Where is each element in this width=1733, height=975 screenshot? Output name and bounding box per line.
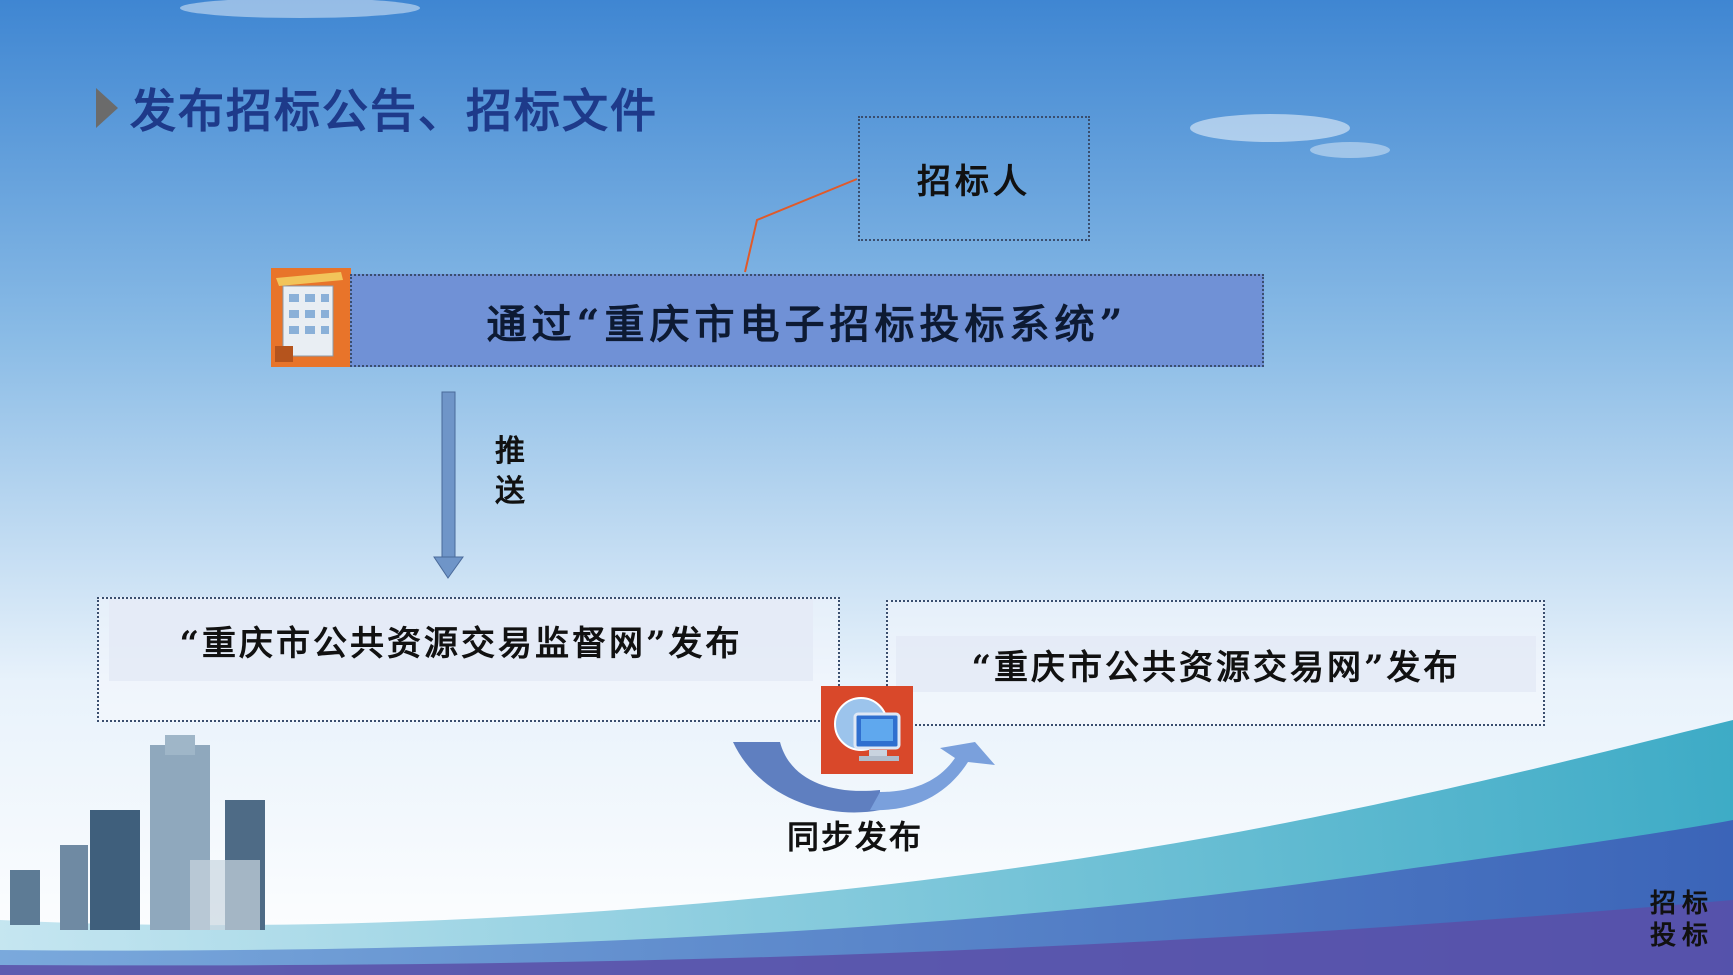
publish-trading-box: “重庆市公共资源交易网”发布 [886, 600, 1545, 726]
computer-icon [821, 686, 913, 774]
e-tendering-system-box: 通过“重庆市电子招标投标系统” [350, 274, 1264, 367]
triangle-bullet-icon [96, 88, 118, 128]
connector-line [744, 178, 858, 273]
down-arrow [433, 391, 464, 579]
slide-title: 发布招标公告、招标文件 [130, 84, 658, 138]
sync-publish-label: 同步发布 [786, 818, 923, 856]
footer-label: 招标投标 [1650, 889, 1715, 951]
building-icon [271, 268, 351, 367]
publish-supervision-box: “重庆市公共资源交易监督网”发布 [97, 597, 840, 722]
city-skyline [10, 735, 265, 930]
tenderer-box: 招标人 [858, 116, 1090, 241]
publish-trading-label: “重庆市公共资源交易网”发布 [896, 636, 1536, 692]
sync-arrow [733, 742, 995, 813]
push-label: 推送 [495, 434, 525, 509]
title-row: 发布招标公告、招标文件 [96, 78, 658, 138]
publish-supervision-label: “重庆市公共资源交易监督网”发布 [109, 599, 813, 681]
